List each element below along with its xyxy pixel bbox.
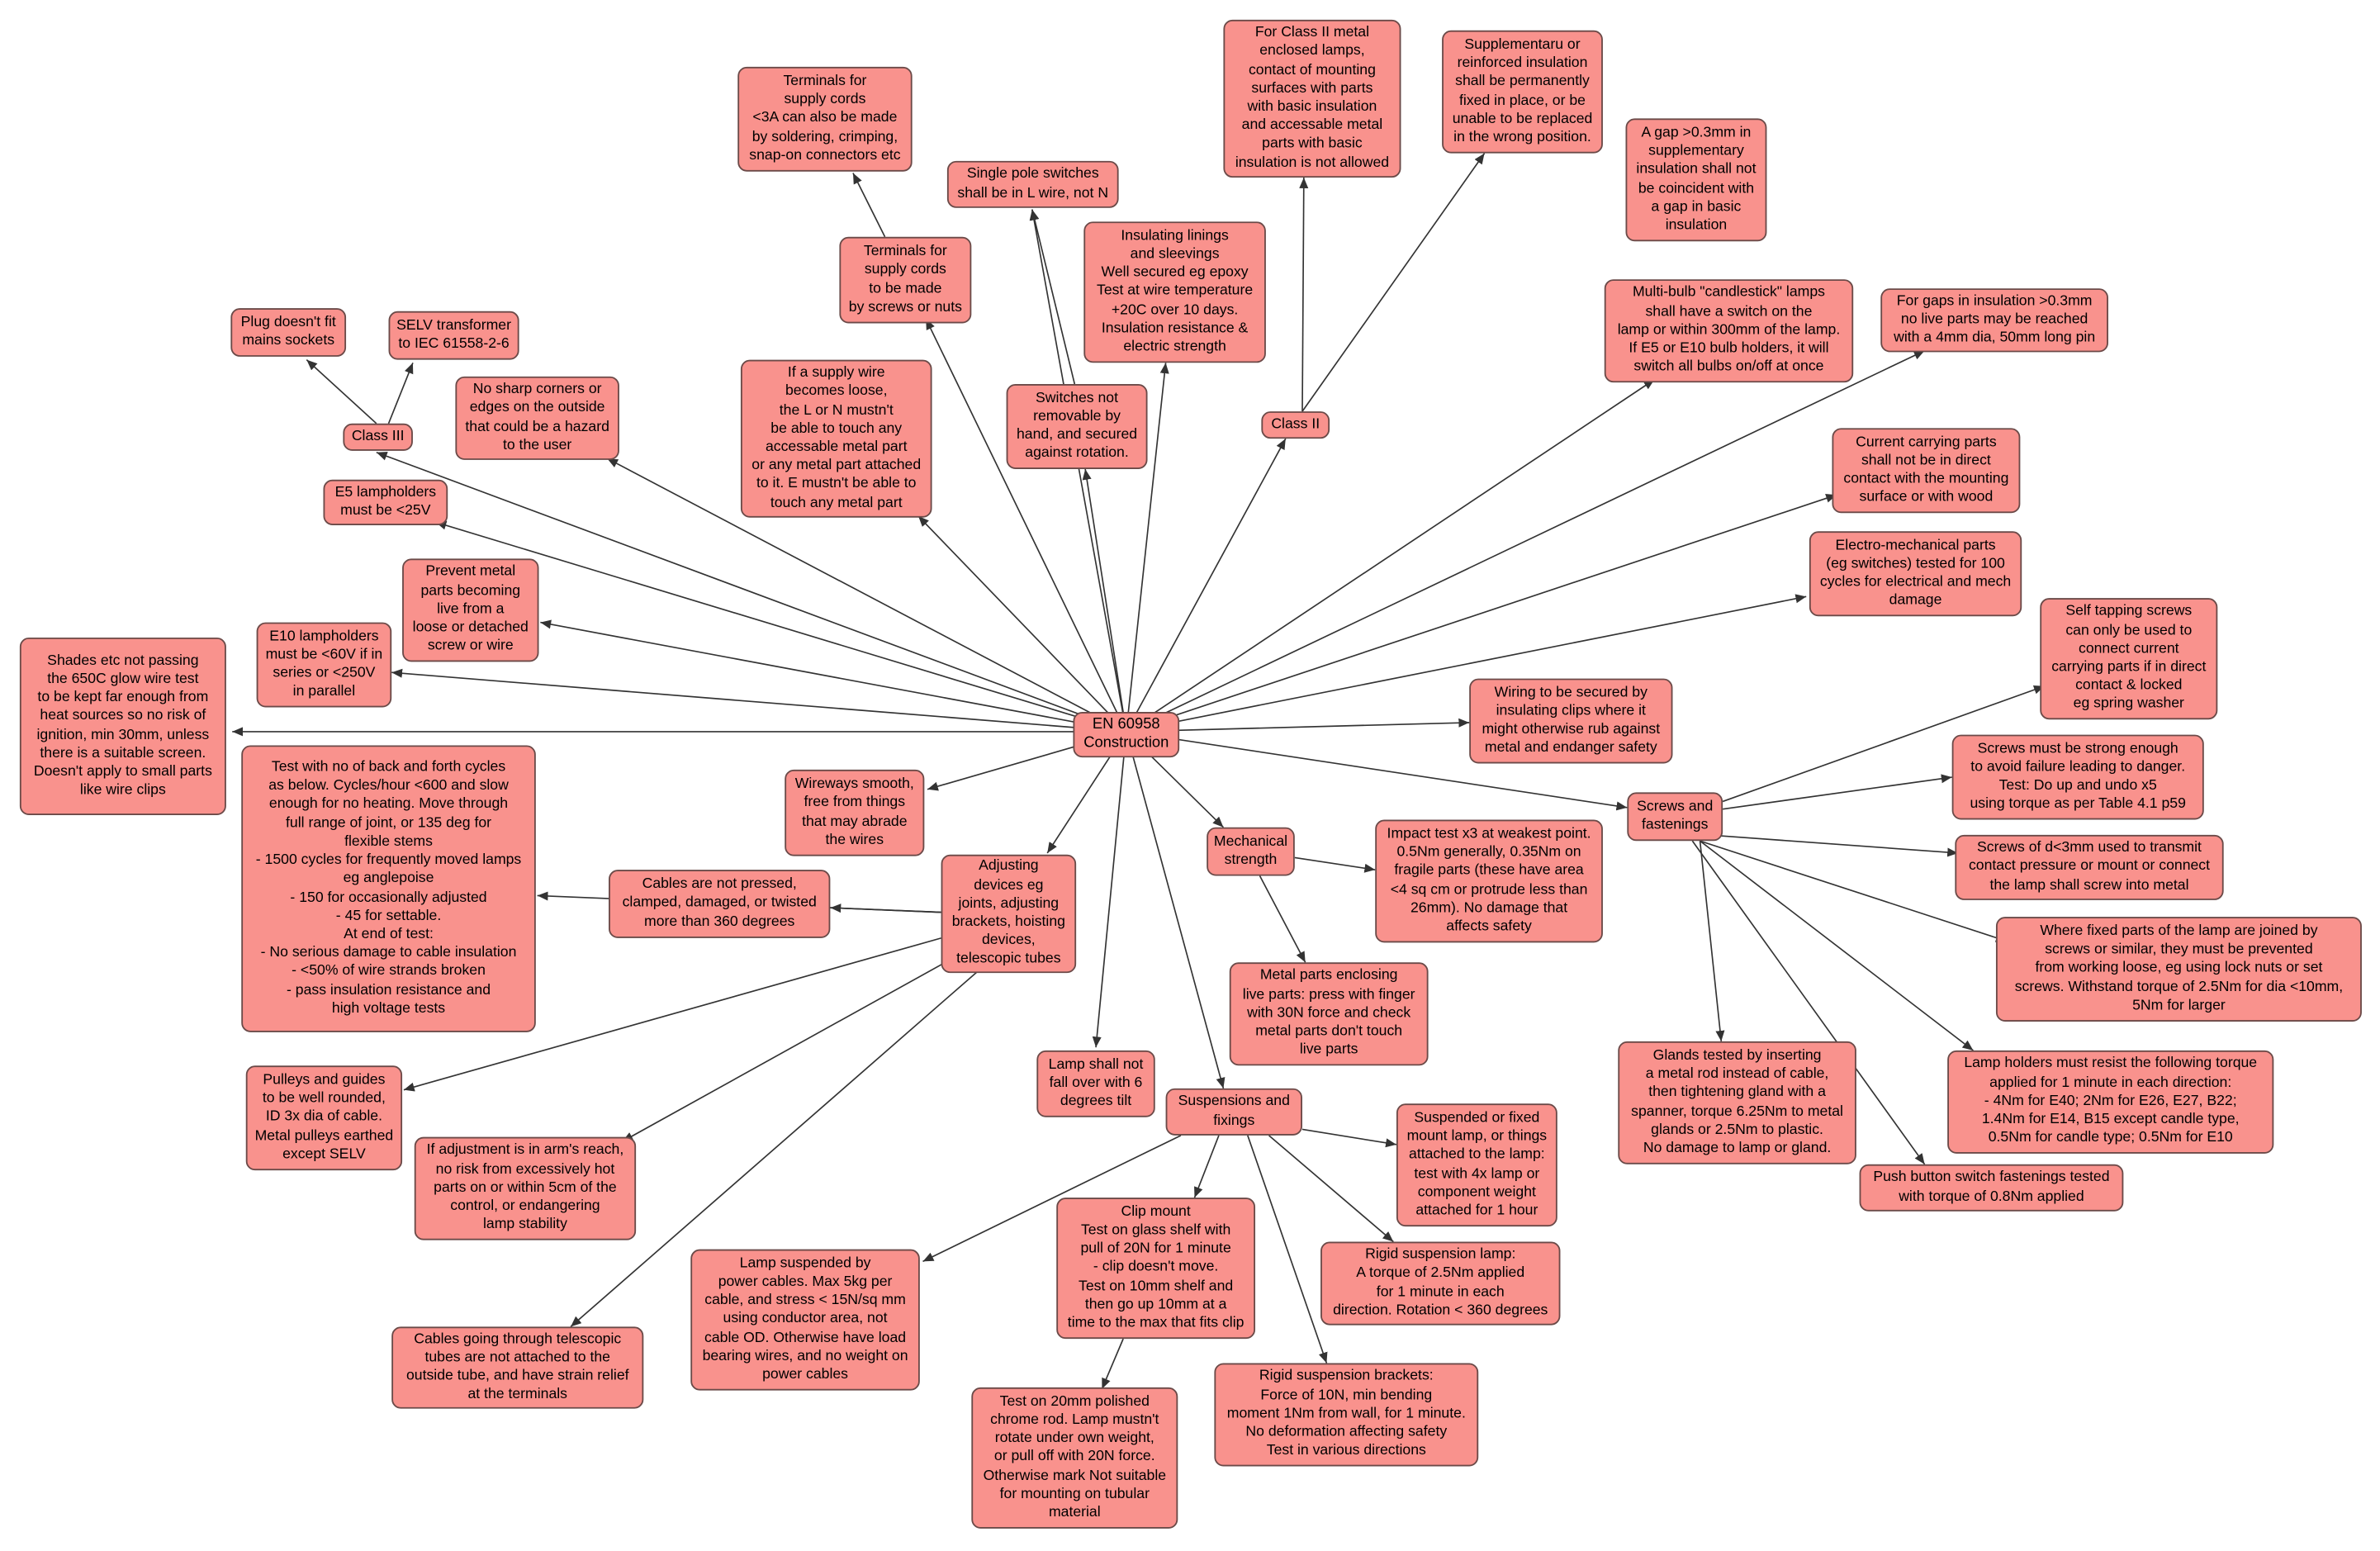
- node-term-screw[interactable]: Terminals for supply cords to be made by…: [839, 236, 972, 324]
- node-supp[interactable]: Supplementaru or reinforced insulation s…: [1442, 30, 1603, 154]
- node-multibulb[interactable]: Multi-bulb "candlestick" lamps shall hav…: [1604, 279, 1854, 383]
- node-cycles-test[interactable]: Test with no of back and forth cycles as…: [241, 745, 536, 1032]
- node-root[interactable]: EN 60958 Construction: [1073, 712, 1180, 758]
- connector-arrow-29: [1722, 685, 2046, 803]
- node-power-cables[interactable]: Lamp suspended by power cables. Max 5kg …: [690, 1249, 920, 1391]
- node-mech[interactable]: Mechanical strength: [1207, 827, 1295, 876]
- node-lampholders-torque[interactable]: Lamp holders must resist the following t…: [1947, 1050, 2274, 1154]
- node-gaps-pin[interactable]: For gaps in insulation >0.3mm no live pa…: [1880, 288, 2108, 353]
- connector-arrow-8: [1082, 468, 1127, 733]
- node-shades[interactable]: Shades etc not passing the 650C glow wir…: [19, 637, 226, 816]
- connector-arrow-33: [1699, 841, 1725, 1041]
- connector-arrow-28: [1301, 153, 1486, 412]
- node-lamp-tilt[interactable]: Lamp shall not fall over with 6 degrees …: [1036, 1050, 1155, 1117]
- connector-arrow-46: [1193, 1135, 1220, 1198]
- node-clip-mount[interactable]: Clip mount Test on glass shelf with pull…: [1056, 1198, 1256, 1340]
- connector-arrow-40: [570, 970, 979, 1328]
- node-impact[interactable]: Impact test x3 at weakest point. 0.5Nm g…: [1375, 819, 1603, 943]
- node-telescopic[interactable]: Cables going through telescopic tubes ar…: [391, 1326, 644, 1409]
- node-selv[interactable]: SELV transformer to IEC 61558-2-6: [388, 311, 519, 360]
- connector-arrow-44: [1268, 1135, 1394, 1243]
- node-suspensions[interactable]: Suspensions and fixings: [1165, 1088, 1303, 1136]
- node-screws[interactable]: Screws and fastenings: [1627, 792, 1723, 842]
- node-switch-rot[interactable]: Switches not removable by hand, and secu…: [1006, 384, 1148, 469]
- node-gap[interactable]: A gap >0.3mm in supplementary insulation…: [1625, 118, 1767, 242]
- node-glands[interactable]: Glands tested by inserting a metal rod i…: [1618, 1041, 1856, 1164]
- node-wiring-clip[interactable]: Wiring to be secured by insulating clips…: [1469, 678, 1673, 764]
- connector-arrow-16: [1126, 718, 1470, 733]
- connector-arrow-11: [1126, 438, 1287, 733]
- connector-arrow-2: [540, 619, 1126, 733]
- connector-arrow-6: [917, 515, 1127, 733]
- connector-arrow-24: [387, 362, 414, 425]
- node-prevent[interactable]: Prevent metal parts becoming live from a…: [402, 558, 539, 662]
- connector-arrow-10: [1125, 363, 1169, 733]
- connector-arrow-7: [925, 318, 1127, 733]
- node-e5[interactable]: E5 lampholders must be <25V: [323, 479, 448, 525]
- node-self-tap[interactable]: Self tapping screws can only be used to …: [2040, 598, 2218, 720]
- connector-arrow-23: [306, 358, 377, 425]
- node-wireways[interactable]: Wireways smooth, free from things that m…: [785, 769, 925, 856]
- node-plug[interactable]: Plug doesn't fit mains sockets: [230, 308, 347, 357]
- node-class3[interactable]: Class III: [343, 423, 413, 451]
- connector-arrow-41: [1294, 856, 1376, 873]
- node-rigid-brackets[interactable]: Rigid suspension brackets: Force of 10N,…: [1214, 1363, 1479, 1467]
- connector-arrow-3: [435, 520, 1127, 733]
- node-adjusting[interactable]: Adjusting devices eg joints, adjusting b…: [941, 854, 1077, 974]
- node-susp-fixed[interactable]: Suspended or fixed mount lamp, or things…: [1396, 1103, 1557, 1227]
- connector-arrow-22: [1125, 731, 1226, 1089]
- node-single-pole[interactable]: Single pole switches shall be in L wire,…: [946, 160, 1119, 208]
- connector-arrow-30: [1723, 774, 1952, 810]
- connector-arrow-20: [1092, 731, 1127, 1048]
- connector-arrow-14: [1126, 494, 1837, 733]
- node-fixed-parts[interactable]: Where fixed parts of the lamp are joined…: [1995, 917, 2362, 1022]
- node-class2[interactable]: Class II: [1261, 411, 1330, 439]
- connector-arrow-42: [1259, 875, 1306, 963]
- connector-arrow-48: [1101, 1338, 1124, 1390]
- connector-arrow-27: [1299, 178, 1309, 412]
- node-d3mm[interactable]: Screws of d<3mm used to transmit contact…: [1955, 834, 2224, 900]
- connector-arrow-15: [1126, 594, 1807, 733]
- node-pulleys[interactable]: Pulleys and guides to be well rounded, I…: [245, 1065, 403, 1171]
- connector-arrow-12: [1126, 378, 1655, 733]
- connector-arrow-39: [622, 956, 957, 1142]
- connector-arrow-26: [1030, 209, 1076, 385]
- connector-arrow-34: [1700, 840, 1974, 1051]
- connector-arrow-25: [852, 173, 886, 238]
- node-strong[interactable]: Screws must be strong enough to avoid fa…: [1951, 734, 2204, 820]
- connector-arrow-38: [403, 937, 941, 1092]
- connector-arrow-45: [1247, 1135, 1328, 1364]
- node-linings[interactable]: Insulating linings and sleevings Well se…: [1083, 221, 1266, 363]
- node-e10[interactable]: E10 lampholders must be <60V if in serie…: [256, 622, 392, 708]
- connector-arrow-43: [1301, 1128, 1397, 1148]
- connector-arrow-5: [606, 458, 1127, 733]
- node-arms-reach[interactable]: If adjustment is in arm's reach, no risk…: [414, 1136, 637, 1240]
- node-current[interactable]: Current carrying parts shall not be in d…: [1832, 428, 2021, 514]
- node-metal-enclosing[interactable]: Metal parts enclosing live parts: press …: [1229, 962, 1429, 1066]
- node-rigid-lamp[interactable]: Rigid suspension lamp: A torque of 2.5Nm…: [1320, 1241, 1561, 1326]
- connector-arrow-32: [1700, 840, 2008, 942]
- node-class2-metal[interactable]: For Class II metal enclosed lamps, conta…: [1223, 19, 1401, 178]
- connector-arrow-4: [376, 451, 1127, 733]
- node-sharp[interactable]: No sharp corners or edges on the outside…: [455, 376, 619, 460]
- connector-arrow-47: [922, 1135, 1182, 1263]
- node-electro[interactable]: Electro-mechanical parts (eg switches) t…: [1809, 531, 2022, 617]
- connector-arrow-9: [1029, 209, 1127, 733]
- connector-arrow-35: [1691, 840, 1926, 1165]
- node-term-small[interactable]: Terminals for supply cords <3A can also …: [737, 66, 913, 172]
- node-cables-pressed[interactable]: Cables are not pressed, clamped, damaged…: [609, 870, 831, 938]
- connector-arrow-17: [1126, 731, 1628, 811]
- node-push-button[interactable]: Push button switch fastenings tested wit…: [1859, 1164, 2124, 1212]
- node-loose-wire[interactable]: If a supply wire becomes loose, the L or…: [740, 359, 932, 518]
- connector-arrow-31: [1707, 834, 1959, 857]
- connector-arrow-1: [391, 668, 1126, 733]
- connector-arrow-13: [1126, 349, 1925, 733]
- node-chrome-rod[interactable]: Test on 20mm polished chrome rod. Lamp m…: [971, 1387, 1178, 1529]
